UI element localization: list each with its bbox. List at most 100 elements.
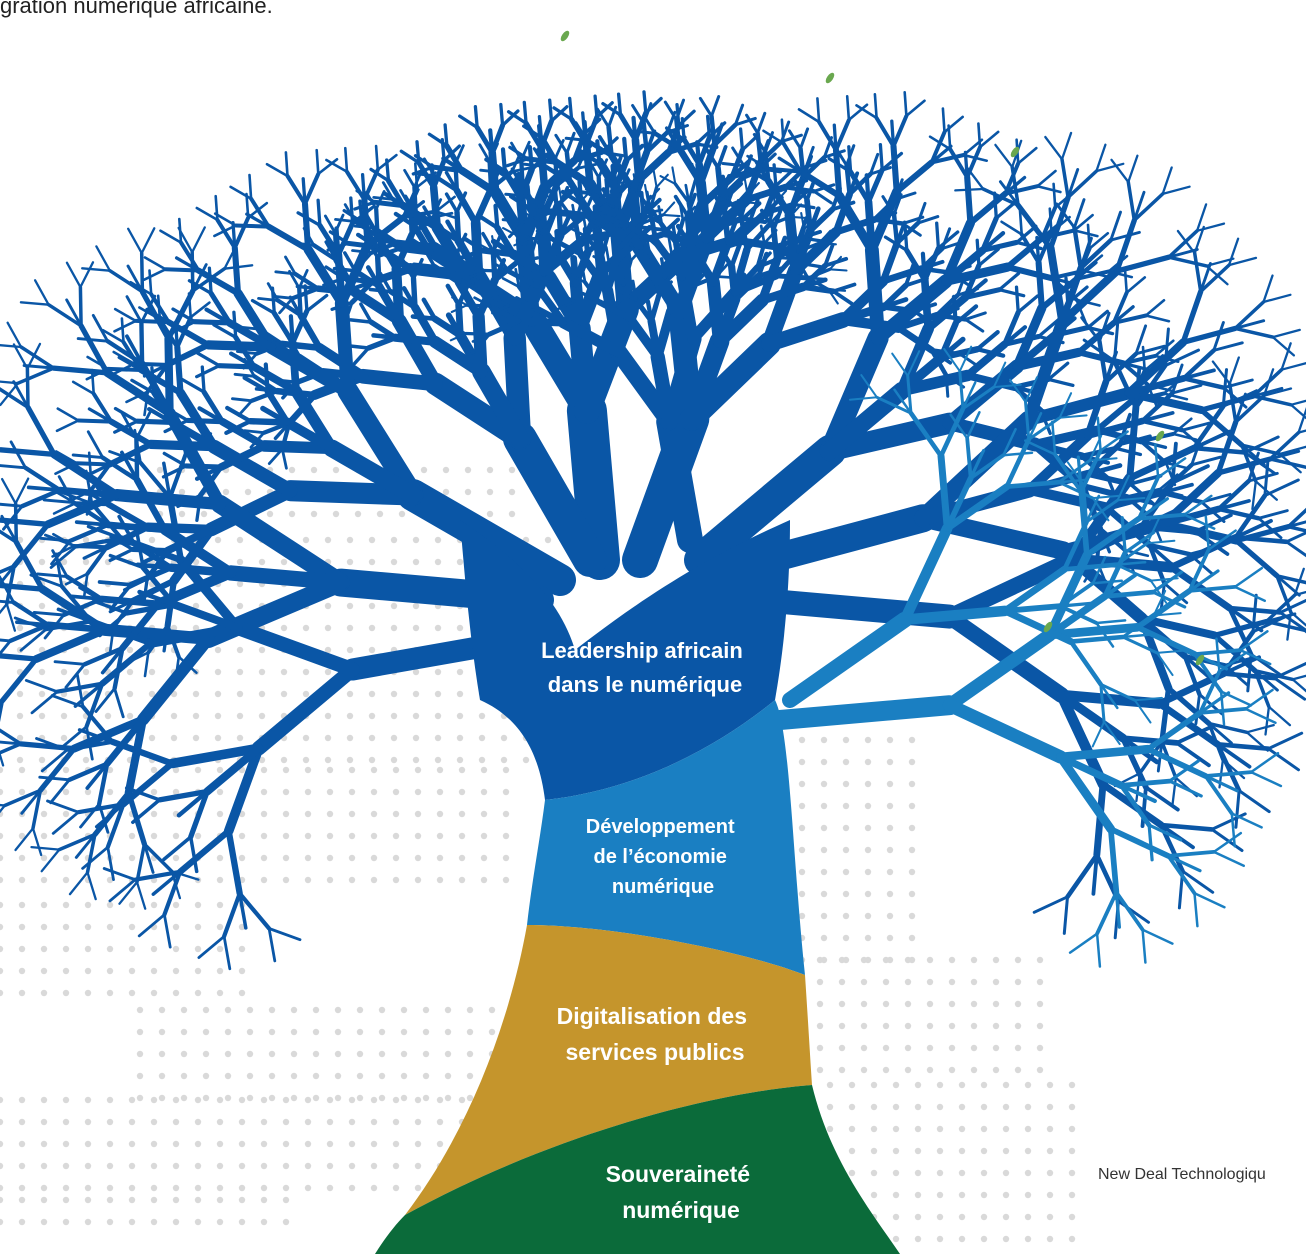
- branch-segment: [801, 129, 808, 149]
- map-dot: [415, 855, 421, 861]
- map-dot: [17, 625, 23, 631]
- map-dot: [129, 924, 135, 930]
- map-dot: [393, 789, 399, 795]
- map-dot: [865, 847, 871, 853]
- map-dot: [799, 781, 805, 787]
- map-dot: [1025, 1214, 1031, 1220]
- map-dot: [137, 1007, 143, 1013]
- map-dot: [215, 669, 221, 675]
- branch-segment: [790, 620, 905, 700]
- map-dot: [261, 1197, 267, 1203]
- map-dot: [325, 603, 331, 609]
- map-dot: [861, 1023, 867, 1029]
- branch-segment: [1163, 168, 1172, 194]
- map-dot: [865, 781, 871, 787]
- map-dot: [479, 735, 485, 741]
- branch-segment: [297, 286, 318, 288]
- branch-segment: [1098, 418, 1101, 451]
- map-dot: [959, 1148, 965, 1154]
- map-dot: [173, 968, 179, 974]
- branch-segment: [374, 335, 396, 337]
- branch-segment: [1229, 239, 1238, 265]
- branch-segment: [732, 244, 740, 266]
- map-dot: [545, 537, 551, 543]
- map-dot: [391, 691, 397, 697]
- map-dot: [349, 833, 355, 839]
- map-dot: [347, 625, 353, 631]
- branch-segment: [780, 258, 798, 259]
- branch-segment: [115, 689, 124, 717]
- map-dot: [41, 968, 47, 974]
- branch-segment: [1197, 224, 1224, 231]
- map-dot: [927, 957, 933, 963]
- branch-segment: [342, 303, 348, 391]
- map-dot: [335, 1051, 341, 1057]
- map-dot: [887, 935, 893, 941]
- map-dot: [195, 1141, 201, 1147]
- map-dot: [193, 713, 199, 719]
- map-dot: [435, 537, 441, 543]
- branch-segment: [894, 214, 897, 243]
- map-dot: [435, 559, 441, 565]
- map-dot: [393, 1163, 399, 1169]
- map-dot: [281, 559, 287, 565]
- branch-segment: [1146, 300, 1164, 315]
- branch-segment: [168, 339, 169, 414]
- map-dot: [335, 1029, 341, 1035]
- map-dot: [437, 789, 443, 795]
- map-dot: [63, 1185, 69, 1191]
- map-dot: [349, 1097, 355, 1103]
- map-dot: [63, 1119, 69, 1125]
- map-dot: [173, 833, 179, 839]
- map-dot: [173, 1097, 179, 1103]
- branch-segment: [122, 319, 124, 343]
- map-dot: [0, 968, 3, 974]
- map-dot: [311, 511, 317, 517]
- map-dot: [151, 811, 157, 817]
- map-dot: [127, 669, 133, 675]
- map-dot: [839, 957, 845, 963]
- map-dot: [949, 1067, 955, 1073]
- branch-segment: [170, 414, 220, 505]
- map-dot: [435, 691, 441, 697]
- branch-segment: [1151, 578, 1178, 580]
- map-dot: [1025, 1192, 1031, 1198]
- map-dot: [523, 757, 529, 763]
- branch-segment: [830, 269, 847, 270]
- branch-segment: [1264, 295, 1291, 302]
- branch-segment: [16, 828, 34, 850]
- branch-segment: [1195, 893, 1225, 907]
- map-dot: [887, 913, 893, 919]
- footer-source: New Deal Technologiqu: [1098, 1166, 1266, 1184]
- map-dot: [413, 691, 419, 697]
- map-dot: [0, 1219, 3, 1225]
- map-dot: [217, 1197, 223, 1203]
- map-dot: [509, 489, 515, 495]
- map-dot: [63, 767, 69, 773]
- map-dot: [171, 735, 177, 741]
- map-dot: [865, 759, 871, 765]
- leaf: [824, 71, 836, 84]
- branch-segment: [897, 162, 932, 191]
- map-dot: [41, 946, 47, 952]
- map-dot: [0, 1185, 3, 1191]
- branch-segment: [1217, 639, 1220, 672]
- map-dot: [41, 1097, 47, 1103]
- branch-segment: [576, 283, 580, 328]
- branch-segment: [108, 847, 114, 879]
- branch-segment: [978, 124, 980, 148]
- map-dot: [269, 1007, 275, 1013]
- branch-segment: [28, 407, 54, 454]
- map-dot: [817, 1045, 823, 1051]
- map-dot: [349, 1163, 355, 1169]
- map-dot: [937, 1148, 943, 1154]
- map-dot: [369, 757, 375, 763]
- branch-segment: [1071, 642, 1101, 685]
- map-dot: [909, 935, 915, 941]
- map-dot: [129, 1197, 135, 1203]
- branch-segment: [524, 102, 526, 123]
- map-dot: [481, 877, 487, 883]
- map-dot: [347, 647, 353, 653]
- map-dot: [993, 1067, 999, 1073]
- map-dot: [479, 757, 485, 763]
